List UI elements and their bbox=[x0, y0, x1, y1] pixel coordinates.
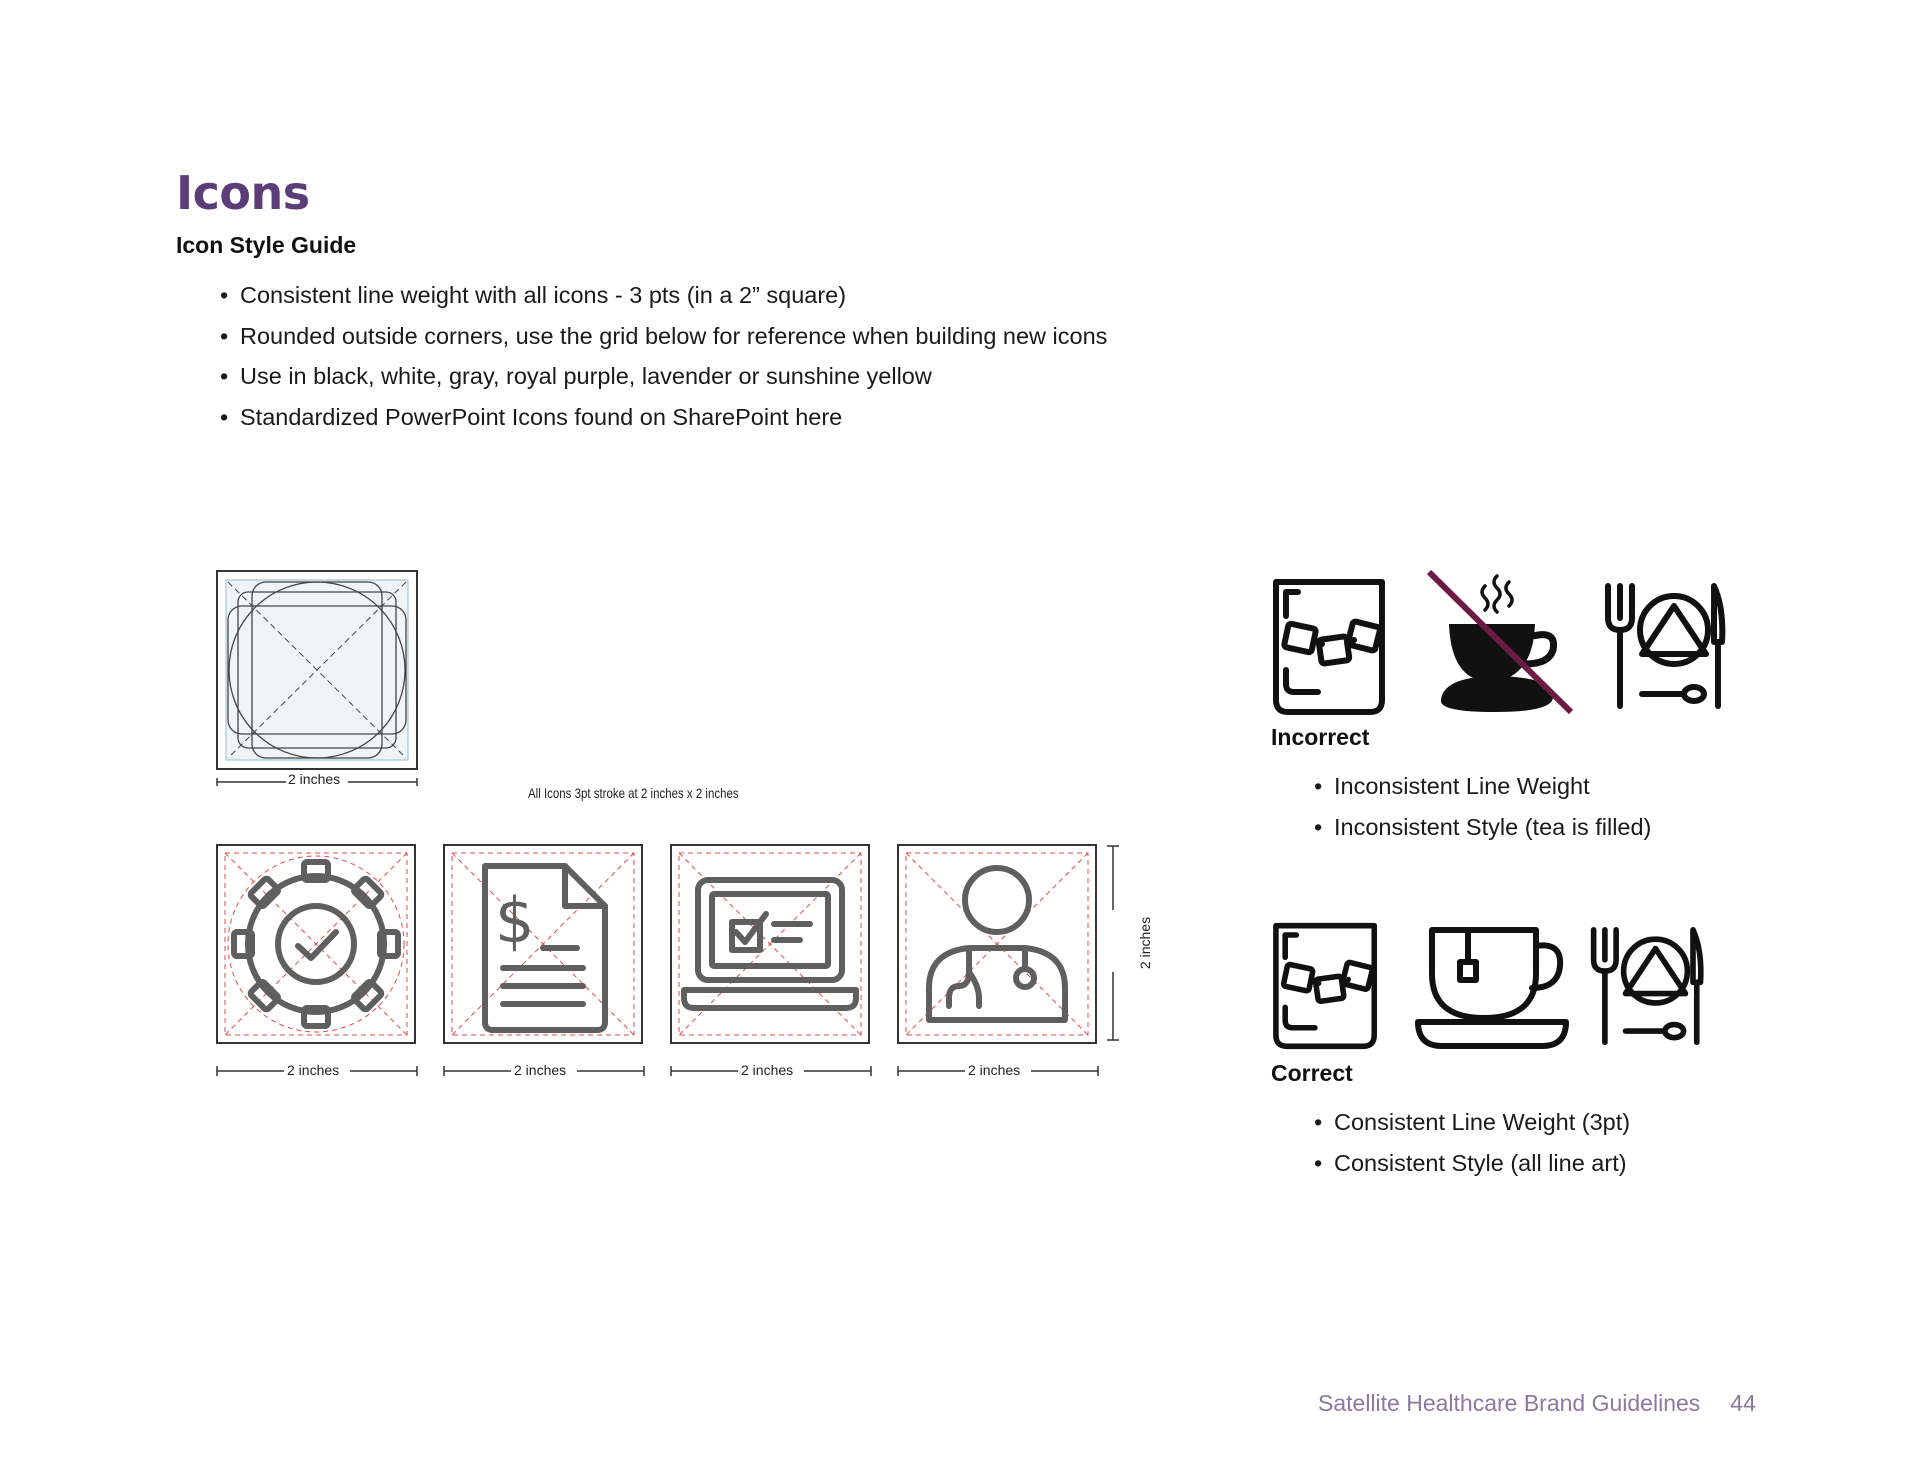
correct-label: Correct bbox=[1271, 1060, 1353, 1086]
bullet-item: Consistent Line Weight (3pt) bbox=[1314, 1102, 1630, 1143]
invoice-dollar-icon: $ bbox=[443, 844, 643, 1044]
tea-cup-icon bbox=[1415, 927, 1569, 1049]
doctor-icon bbox=[897, 844, 1120, 1044]
dimension-label: 2 inches bbox=[287, 1062, 340, 1078]
svg-text:$: $ bbox=[495, 884, 534, 957]
construction-grid bbox=[216, 570, 418, 786]
page-number: 44 bbox=[1730, 1390, 1756, 1416]
tea-cup-icon bbox=[1426, 569, 1574, 715]
ice-glass-icon bbox=[1273, 922, 1378, 1050]
place-setting-icon bbox=[1590, 927, 1704, 1046]
section-subtitle: Icon Style Guide bbox=[176, 232, 357, 258]
dimension-label: 2 inches bbox=[968, 1062, 1021, 1078]
dimension-label: 2 inches bbox=[514, 1062, 567, 1078]
bullet-item: Inconsistent Style (tea is filled) bbox=[1314, 807, 1651, 848]
bullet-item: Rounded outside corners, use the grid be… bbox=[220, 316, 1107, 357]
bullet-item: Consistent Style (all line art) bbox=[1314, 1143, 1630, 1184]
grid-caption: All Icons 3pt stroke at 2 inches x 2 inc… bbox=[528, 785, 739, 801]
correct-bullets: Consistent Line Weight (3pt) Consistent … bbox=[1314, 1102, 1630, 1183]
dimension-lines bbox=[216, 1066, 1099, 1076]
dimension-label: 2 inches bbox=[288, 771, 341, 787]
bullet-item: Consistent line weight with all icons - … bbox=[220, 275, 1107, 316]
incorrect-label: Incorrect bbox=[1271, 724, 1370, 750]
dimension-label: 2 inches bbox=[741, 1062, 794, 1078]
place-setting-icon bbox=[1605, 583, 1726, 709]
ice-glass-icon bbox=[1273, 579, 1385, 715]
bullet-item: Use in black, white, gray, royal purple,… bbox=[220, 356, 1107, 397]
page-footer: Satellite Healthcare Brand Guidelines 44 bbox=[1318, 1390, 1756, 1417]
style-guide-bullets: Consistent line weight with all icons - … bbox=[220, 275, 1107, 437]
bullet-item: Inconsistent Line Weight bbox=[1314, 766, 1651, 807]
bullet-item: Standardized PowerPoint Icons found on S… bbox=[220, 397, 1107, 438]
page-title: Icons bbox=[176, 166, 310, 220]
incorrect-bullets: Inconsistent Line Weight Inconsistent St… bbox=[1314, 766, 1651, 847]
gear-check-icon bbox=[216, 844, 416, 1044]
laptop-checklist-icon bbox=[670, 844, 870, 1044]
dimension-label-vertical: 2 inches bbox=[1137, 916, 1153, 970]
footer-text: Satellite Healthcare Brand Guidelines bbox=[1318, 1390, 1701, 1416]
